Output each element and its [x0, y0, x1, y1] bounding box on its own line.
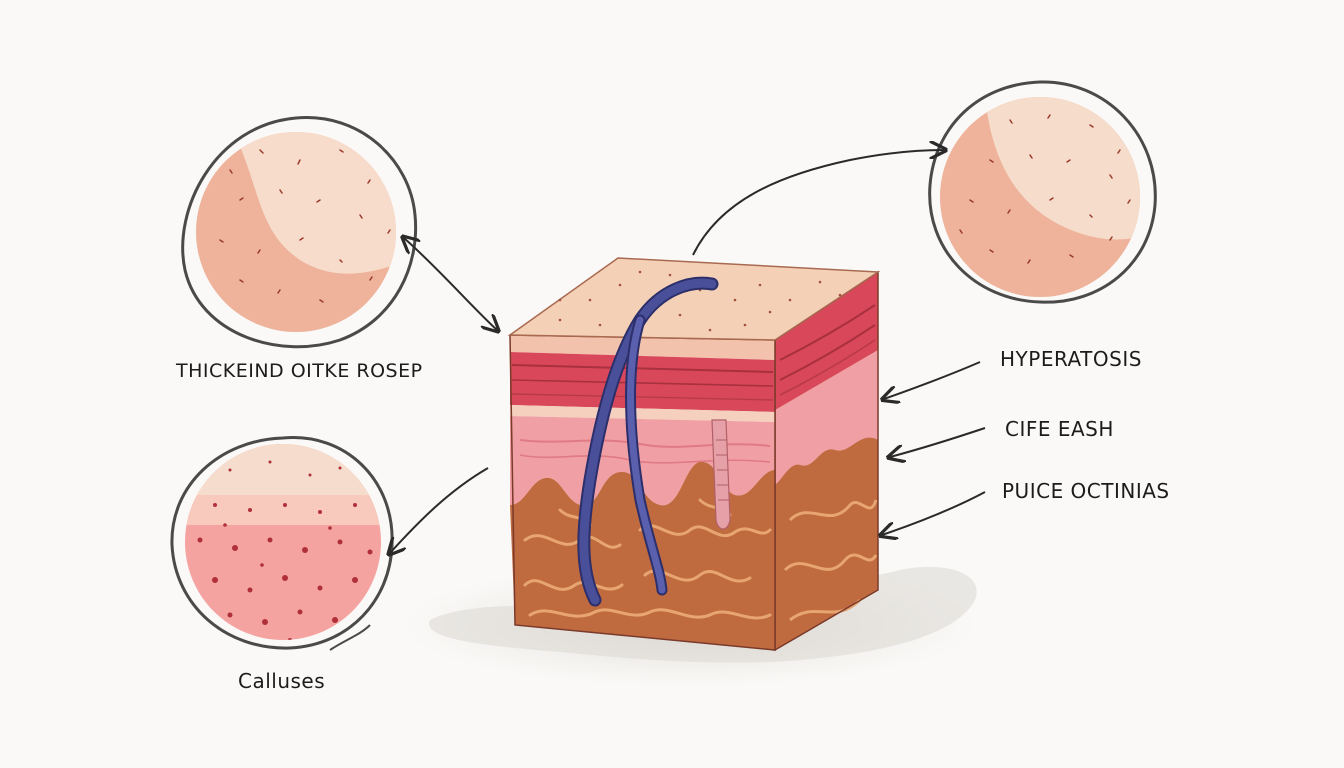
arrow-hyperkeratosis	[884, 361, 981, 399]
arrow-to-bottom-left-circle	[390, 467, 489, 553]
magnified-circle-right	[928, 80, 1157, 304]
label-puice-octinias: PUICE OCTINIAS	[1002, 479, 1170, 503]
magnified-circle-top-left	[181, 116, 418, 349]
arrow-puice-octinias	[882, 491, 986, 535]
label-calluses: Calluses	[238, 669, 325, 693]
label-thickened: THICKEIND OITKE ROSEP	[175, 360, 423, 382]
connector-arrows	[390, 150, 986, 553]
blood-vessel	[577, 276, 719, 607]
hair-follicle	[711, 419, 731, 530]
labels: THICKEIND OITKE ROSEP Calluses HYPERATOS…	[175, 347, 1170, 693]
label-cife-eash: CIFE EASH	[1005, 417, 1114, 441]
arrow-to-top-left-circle	[404, 238, 497, 330]
arrow-to-right-circle	[692, 150, 944, 256]
skin-block-top-face	[507, 257, 881, 341]
subcutaneous-layer	[510, 461, 775, 650]
arrow-cife-eash	[890, 427, 986, 457]
label-hyperkeratosis: HYPERATOSIS	[1000, 347, 1142, 371]
epidermis-layer	[510, 352, 775, 412]
magnified-circle-bottom-left	[170, 436, 394, 651]
skin-block-side-face	[774, 270, 879, 652]
skin-block	[507, 257, 881, 652]
dermis-layer	[510, 416, 775, 506]
skin-block-front-face	[509, 334, 776, 651]
